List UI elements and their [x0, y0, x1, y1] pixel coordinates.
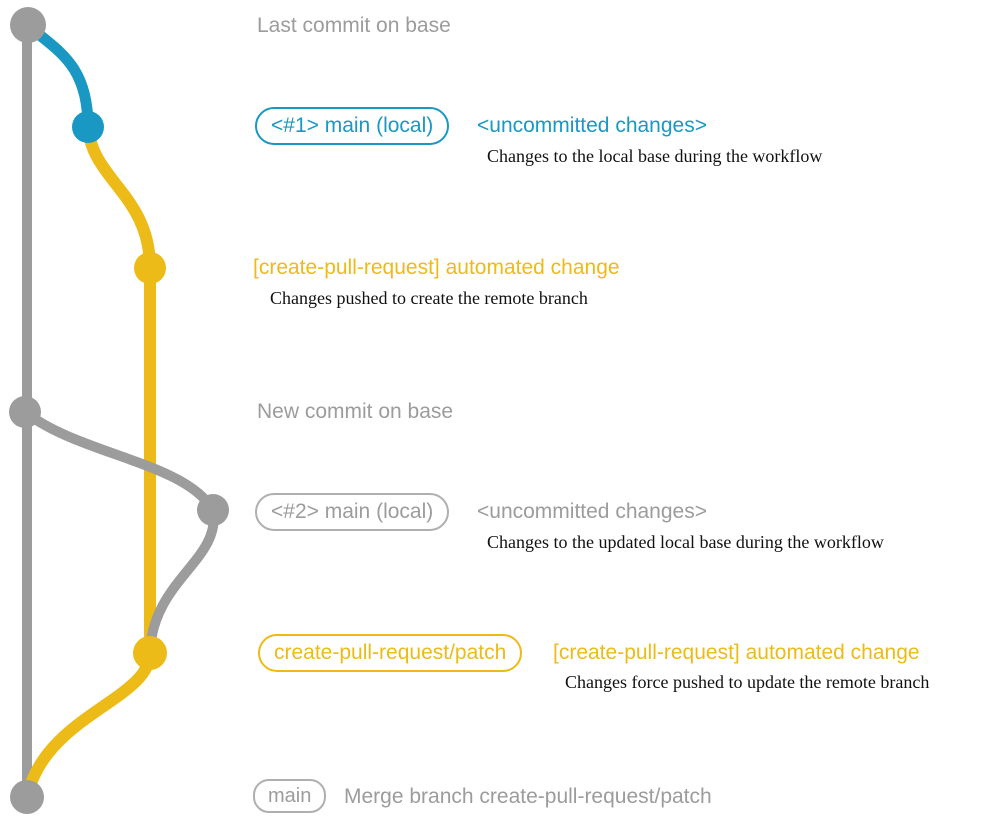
commit-dot-main-local-1 [72, 111, 104, 143]
commit-dot-main-local-2 [197, 494, 229, 526]
badge-patch-branch: create-pull-request/patch [258, 634, 523, 672]
automated-change-desc-2: Changes force pushed to update the remot… [565, 672, 930, 692]
commit-dot-patch-2 [133, 636, 167, 670]
uncommitted-changes-title-2: <uncommitted changes> [477, 500, 707, 523]
rebase-update-path [21, 408, 219, 654]
uncommitted-changes-desc-2: Changes to the updated local base during… [487, 532, 884, 552]
badge-main-local-1: <#1> main (local) [255, 107, 450, 145]
commit-dot-base-top [10, 7, 46, 43]
automated-change-title-2: [create-pull-request] automated change [553, 641, 920, 664]
automated-change-desc-1: Changes pushed to create the remote bran… [270, 288, 588, 308]
last-commit-label: Last commit on base [257, 14, 451, 37]
badge-main-local-2: <#2> main (local) [255, 493, 450, 531]
uncommitted-changes-title-1: <uncommitted changes> [477, 114, 707, 137]
commit-dot-base-new [9, 396, 41, 428]
commit-dot-patch-1 [134, 252, 166, 284]
merge-branch-title: Merge branch create-pull-request/patch [344, 785, 712, 808]
uncommitted-changes-desc-1: Changes to the local base during the wor… [487, 146, 823, 166]
commit-dot-merge [10, 780, 44, 814]
badge-main: main [253, 779, 327, 813]
automated-change-title-1: [create-pull-request] automated change [253, 256, 620, 279]
git-graph [9, 7, 229, 814]
new-commit-label: New commit on base [257, 400, 454, 423]
